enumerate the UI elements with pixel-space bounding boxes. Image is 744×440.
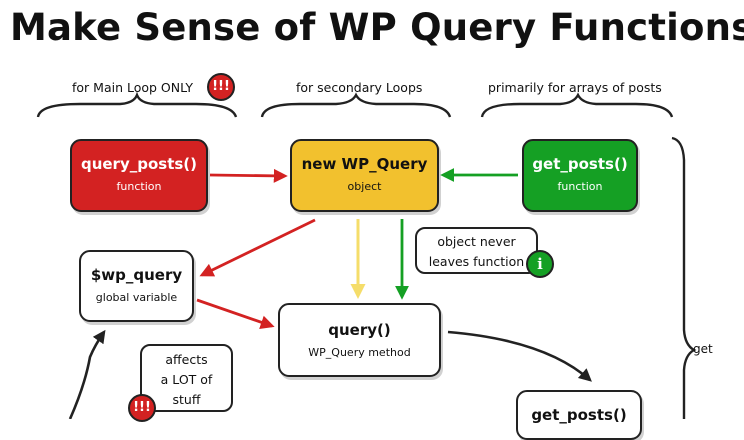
info-icon: i — [526, 250, 554, 278]
note-affects-line3: stuff — [172, 392, 201, 407]
arrow-up-to-wp-query-var — [68, 329, 106, 419]
brace-right-vertical — [671, 136, 697, 419]
connectors-layer — [36, 91, 697, 419]
note-affects-lot: affects a LOT of stuff — [140, 344, 233, 412]
arrow-wp-query-var-to-query — [196, 298, 275, 329]
node-wp-query-var-name: $wp_query — [90, 266, 183, 284]
side-label-get: get — [693, 342, 713, 356]
page-title: Make Sense of WP Query Functions — [10, 6, 744, 49]
node-query-method-name: query() — [328, 321, 391, 339]
arrow-new-wp-query-to-wp-query-var — [199, 218, 316, 277]
node-query-posts: query_posts() function — [70, 139, 208, 212]
note-object-never-line2: leaves function — [428, 254, 525, 269]
column-header-secondary: for secondary Loops — [296, 80, 423, 95]
node-query-method-type: WP_Query method — [308, 346, 411, 359]
node-get-posts-top-type: function — [557, 180, 603, 193]
node-get-posts-bottom-name: get_posts() — [531, 406, 627, 424]
column-header-arrays: primarily for arrays of posts — [488, 80, 662, 95]
node-new-wp-query: new WP_Query object — [290, 139, 439, 212]
node-new-wp-query-name: new WP_Query — [301, 155, 428, 173]
node-query-method: query() WP_Query method — [278, 303, 441, 377]
alert-badge-icon: !!! — [207, 73, 235, 101]
note-affects-line1: affects — [165, 352, 208, 367]
arrow-query-posts-to-new-wp-query — [209, 168, 288, 183]
note-object-never-line1: object never — [437, 234, 516, 249]
brace-arrays — [480, 92, 674, 118]
node-new-wp-query-type: object — [347, 180, 382, 193]
arrow-query-to-get-posts-bottom — [447, 330, 592, 382]
brace-secondary — [260, 92, 452, 118]
node-query-posts-name: query_posts() — [80, 155, 198, 173]
column-header-main-loop: for Main Loop ONLY — [72, 80, 194, 95]
note-affects-line2: a LOT of — [160, 372, 213, 387]
node-get-posts-top-name: get_posts() — [532, 155, 628, 173]
node-wp-query-var-type: global variable — [95, 291, 178, 304]
alert-badge-icon-lower: !!! — [128, 394, 156, 422]
diagram-canvas: Make Sense of WP Query Functions for Mai… — [10, 6, 744, 440]
brace-main-loop — [36, 91, 238, 118]
node-get-posts-top: get_posts() function — [522, 139, 638, 212]
node-wp-query-var: $wp_query global variable — [79, 250, 194, 322]
note-object-never-leaves: object never leaves function — [415, 227, 538, 274]
node-get-posts-bottom: get_posts() — [516, 390, 642, 440]
node-query-posts-type: function — [116, 180, 162, 193]
